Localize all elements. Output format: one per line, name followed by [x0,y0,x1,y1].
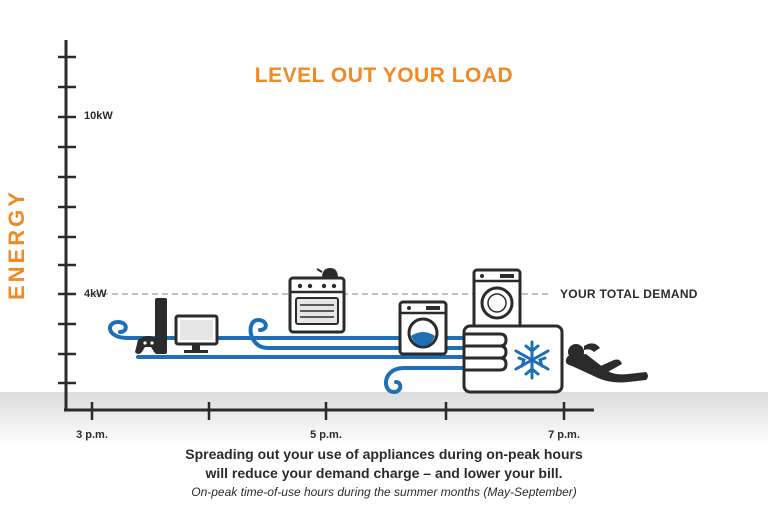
airflow-lines [108,317,496,395]
y-tick-label-upper: 10kW [84,110,113,122]
dryer-icon [472,268,522,330]
x-tick-label-3pm: 3 p.m. [76,429,108,441]
relaxing-person-icon [565,343,648,383]
x-tick-label-5pm: 5 p.m. [310,429,342,441]
air-conditioner-icon [462,324,564,394]
x-axis-ticks [90,402,566,420]
x-tick-label-7pm: 7 p.m. [548,429,580,441]
oven-icon [288,268,346,334]
total-demand-label: YOUR TOTAL DEMAND [560,287,698,301]
washer-icon [398,300,448,356]
caption-line-3: On-peak time-of-use hours during the sum… [191,485,577,499]
y-axis-ticks [58,55,76,385]
y-tick-label-lower: 4kW [84,288,107,300]
y-axis-label: ENERGY [4,189,29,300]
snowflake-icon [514,340,550,380]
caption-line-2: will reduce your demand charge – and low… [205,465,563,481]
page-title: LEVEL OUT YOUR LOAD [254,64,514,87]
floor-shadow [0,392,768,444]
caption-line-1: Spreading out your use of appliances dur… [185,446,583,462]
monitor-icon [174,314,219,353]
game-console-icon [135,298,167,354]
